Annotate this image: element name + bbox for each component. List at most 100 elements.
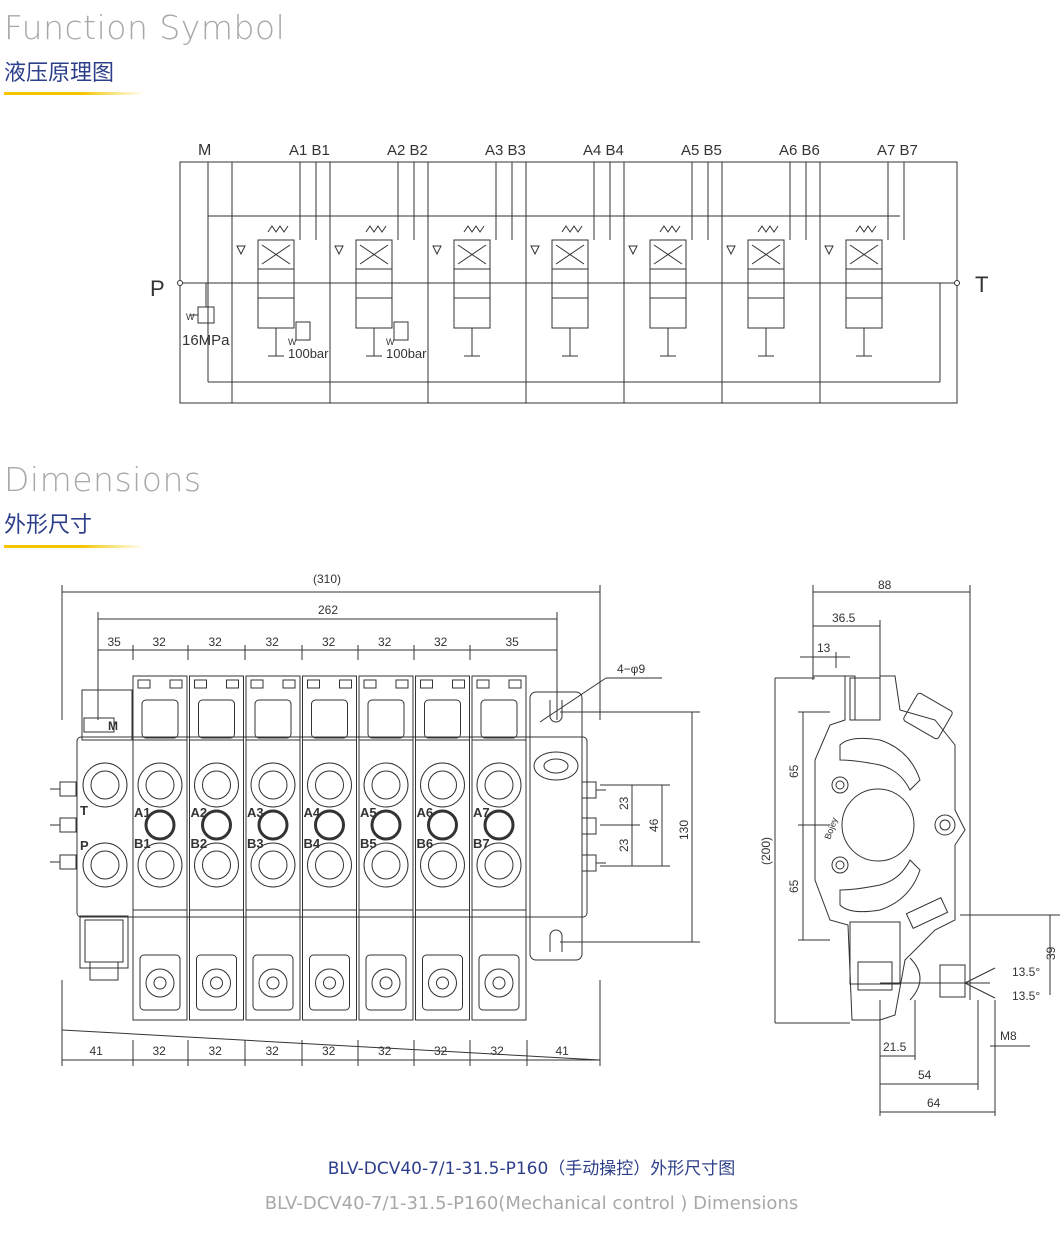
- port-label: A6 B6: [779, 142, 820, 159]
- check-valve-icon: [236, 245, 246, 256]
- port-relief-label: 100bar: [288, 346, 329, 361]
- dimension-drawing: (310) 262 35 32 32 32 32 32 32 35 M T P 4−φ9 23…: [50, 572, 1060, 1116]
- port-label-b: B5: [360, 836, 377, 851]
- dimensions-title-cn: 外形尺寸: [4, 513, 93, 538]
- port-label-b: B4: [304, 836, 321, 851]
- spool-valve-symbol: [726, 162, 807, 357]
- dim-13-5a: 13.5°: [1012, 965, 1040, 979]
- bottom-dim-value: 32: [266, 1044, 280, 1058]
- dim-88: 88: [878, 578, 892, 592]
- check-valve-icon: [628, 245, 638, 256]
- spool-valve-symbol: [530, 162, 611, 357]
- caption-en: BLV-DCV40-7/1-31.5-P160(Mechanical contr…: [264, 1193, 799, 1214]
- caption-cn: BLV-DCV40-7/1-31.5-P160（手动操控）外形尺寸图: [327, 1159, 736, 1179]
- port-label: A3 B3: [485, 142, 526, 159]
- dim-54: 54: [918, 1068, 932, 1082]
- port-label-b: B2: [191, 836, 208, 851]
- dim-23a: 23: [617, 796, 631, 810]
- bottom-dim-value: 32: [434, 1044, 448, 1058]
- bottom-dim-value: 41: [90, 1044, 104, 1058]
- top-dim-value: 35: [108, 635, 122, 649]
- main-relief-label: 16MPa: [182, 332, 230, 349]
- port-label-b: B3: [247, 836, 264, 851]
- spring-mark: W: [386, 337, 395, 347]
- dim-m8: M8: [1000, 1029, 1017, 1043]
- dim-262: 262: [318, 603, 338, 617]
- spool-valve-symbol: [236, 162, 317, 357]
- top-dim-value: 32: [378, 635, 392, 649]
- check-valve-icon: [530, 245, 540, 256]
- dimensions-title-underline: [4, 545, 144, 548]
- port-label-a: A2: [191, 805, 208, 820]
- port-relief-label: 100bar: [386, 346, 427, 361]
- port-label-a: A4: [304, 805, 321, 820]
- spool-valve-symbol: [824, 162, 905, 357]
- spring-mark: W: [186, 312, 195, 322]
- port-label: A2 B2: [387, 142, 428, 159]
- label-p: P: [80, 838, 89, 853]
- port-t-label: T: [975, 272, 988, 297]
- spool-valve-symbol: [432, 162, 513, 357]
- dim-130: 130: [677, 820, 691, 840]
- port-label-a: A7: [473, 805, 490, 820]
- dim-64: 64: [927, 1096, 941, 1110]
- brand-mark: Bojey: [822, 816, 839, 841]
- top-dim-value: 35: [506, 635, 520, 649]
- top-dim-value: 32: [153, 635, 167, 649]
- port-relief-valve: [393, 321, 409, 341]
- port-label: A4 B4: [583, 142, 624, 159]
- port-p-label: P: [150, 276, 165, 301]
- top-dim-value: 32: [266, 635, 280, 649]
- spool-valve-symbol: [334, 162, 415, 357]
- bottom-dim-value: 32: [491, 1044, 505, 1058]
- top-dim-value: 32: [434, 635, 448, 649]
- function-symbol-title: Function Symbol: [4, 8, 286, 47]
- hole-label: 4−φ9: [617, 662, 645, 676]
- dim-310: (310): [313, 572, 341, 586]
- bottom-dim-value: 32: [153, 1044, 167, 1058]
- port-label-a: A3: [247, 805, 264, 820]
- function-title-underline: [4, 92, 144, 95]
- dim-46: 46: [647, 818, 661, 832]
- dim-39: 39: [1044, 946, 1058, 960]
- port-label-a: A1: [134, 805, 151, 820]
- dim-23b: 23: [617, 838, 631, 852]
- bottom-dim-value: 32: [209, 1044, 223, 1058]
- port-label-b: B7: [473, 836, 490, 851]
- check-valve-icon: [726, 245, 736, 256]
- check-valve-icon: [824, 245, 834, 256]
- dim-65a: 65: [787, 764, 801, 778]
- dim-13-5b: 13.5°: [1012, 989, 1040, 1003]
- check-valve-icon: [334, 245, 344, 256]
- label-t: T: [80, 803, 88, 818]
- bottom-dim-value: 32: [322, 1044, 336, 1058]
- port-label-b: B6: [417, 836, 434, 851]
- label-m: M: [108, 719, 118, 733]
- spool-valve-symbol: [628, 162, 709, 357]
- function-symbol-title-cn: 液压原理图: [4, 61, 115, 86]
- bottom-dim-value: 41: [556, 1044, 570, 1058]
- port-label-b: B1: [134, 836, 151, 851]
- dim-36-5: 36.5: [832, 611, 856, 625]
- port-label: A1 B1: [289, 142, 330, 159]
- check-valve-icon: [432, 245, 442, 256]
- bottom-dim-value: 32: [378, 1044, 392, 1058]
- dimensions-title: Dimensions: [4, 460, 202, 499]
- port-relief-valve: [295, 321, 311, 341]
- port-m-label: M: [198, 142, 211, 159]
- port-label-a: A6: [417, 805, 434, 820]
- dim-21-5: 21.5: [883, 1040, 907, 1054]
- dim-200: (200): [759, 837, 773, 865]
- dim-13: 13: [817, 641, 831, 655]
- top-dim-value: 32: [322, 635, 336, 649]
- port-label-a: A5: [360, 805, 377, 820]
- dim-65b: 65: [787, 879, 801, 893]
- top-dim-value: 32: [209, 635, 223, 649]
- port-label: A5 B5: [681, 142, 722, 159]
